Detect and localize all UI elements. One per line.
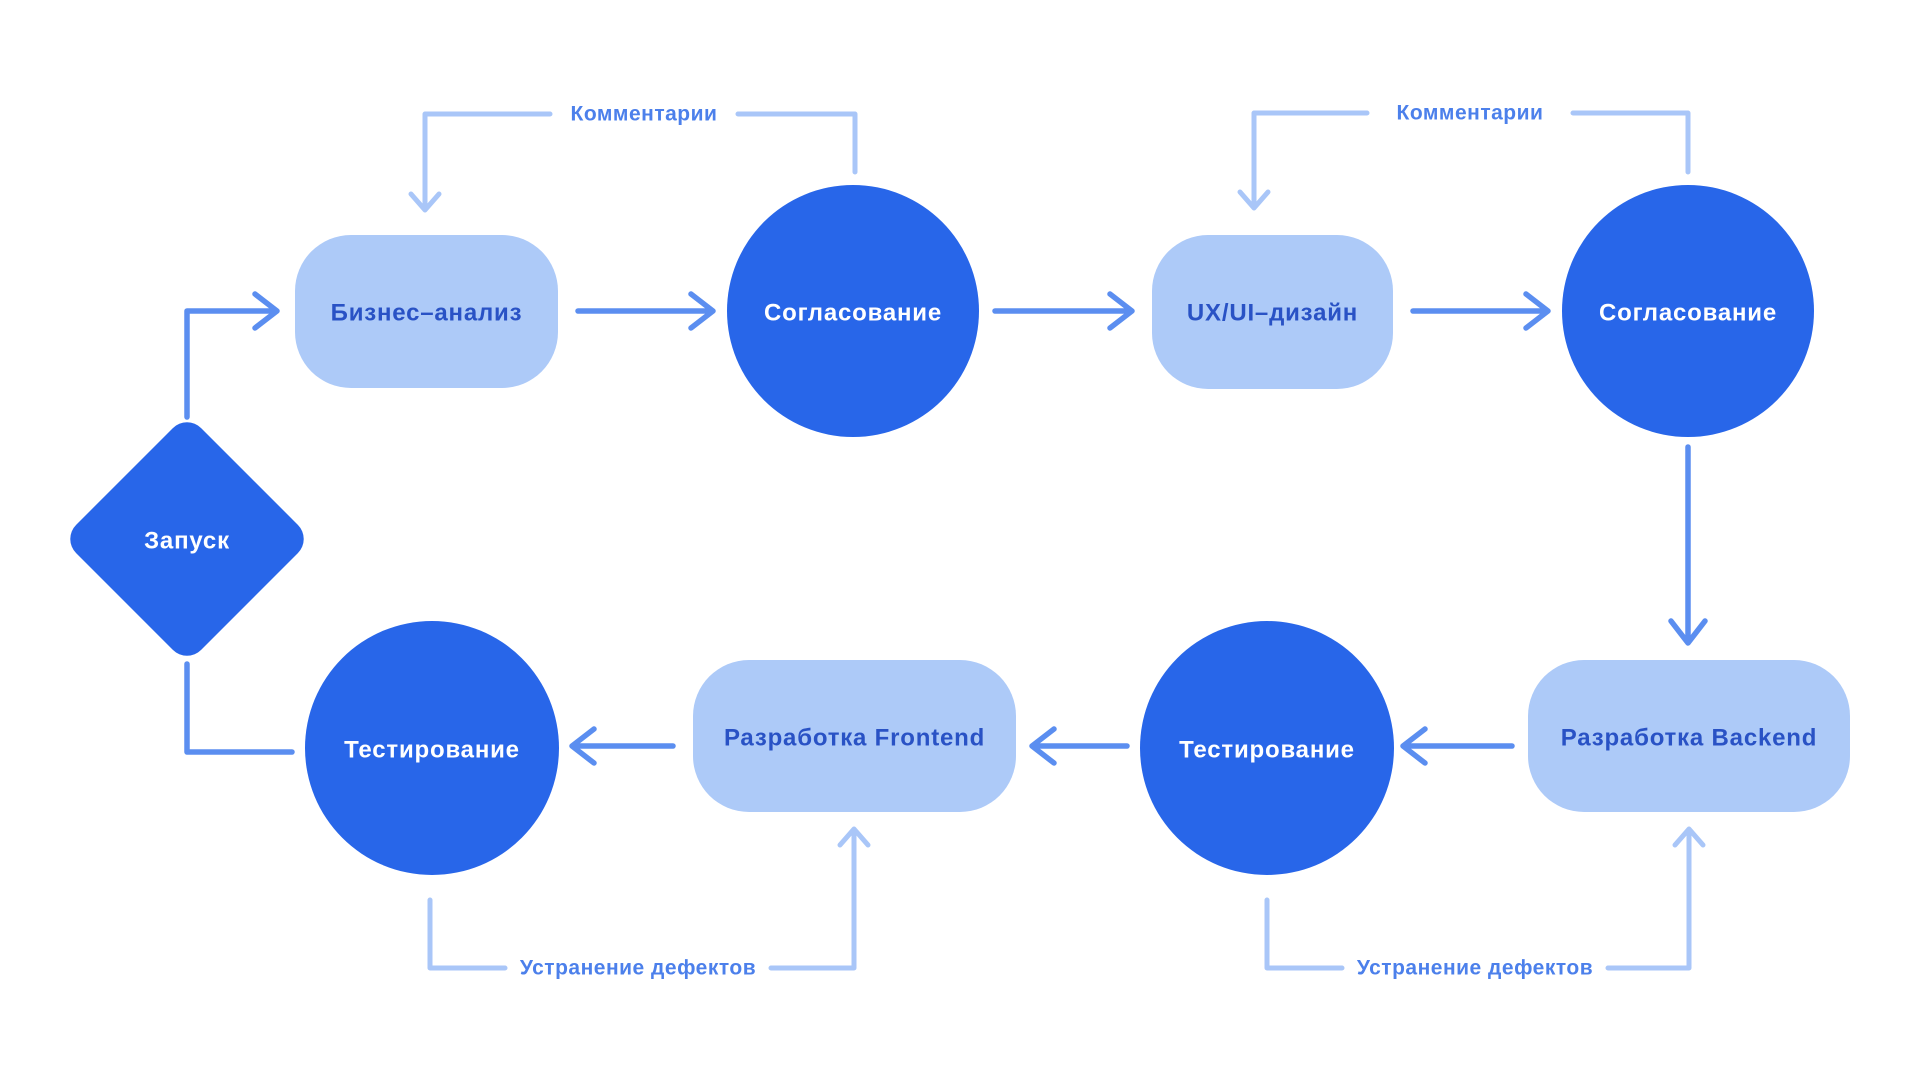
edge-label-defects-right: Устранение дефектов: [1357, 957, 1593, 980]
loop-comments-approval-1-to-business-analysis: [408, 111, 858, 213]
circle-shape: [1140, 621, 1394, 875]
node-start: Запуск: [70, 422, 304, 656]
node-business-analysis: Бизнес–анализ: [295, 235, 558, 388]
node-ux-ui-design: UX/UI–дизайн: [1152, 235, 1393, 389]
node-backend-development-label: Разработка Backend: [1561, 725, 1817, 752]
node-frontend-development: Разработка Frontend: [693, 660, 1016, 812]
circle-shape: [1562, 185, 1814, 437]
node-frontend-development-label: Разработка Frontend: [724, 725, 985, 752]
edge-approval-1-to-ux-ui-design: [992, 291, 1135, 331]
edge-label-comments-right: Комментарии: [1397, 102, 1544, 125]
edge-approval-2-to-backend-development: [1668, 444, 1708, 646]
rounded-rect-shape: [295, 235, 558, 388]
node-testing-backend: Тестирование: [1140, 621, 1394, 875]
node-business-analysis-label: Бизнес–анализ: [331, 300, 523, 327]
node-approval-1-label: Согласование: [764, 300, 942, 327]
node-testing-frontend-label: Тестирование: [344, 737, 520, 764]
circle-shape: [305, 621, 559, 875]
loop-defects-testing-frontend-to-frontend-development: [427, 826, 871, 971]
edge-backend-development-to-testing-backend: [1400, 726, 1515, 766]
edge-business-analysis-to-approval-1: [575, 291, 716, 331]
rounded-rect-shape: [1528, 660, 1850, 812]
node-testing-backend-label: Тестирование: [1179, 737, 1355, 764]
loop-comments-approval-2-to-ux-ui-design: [1237, 110, 1691, 211]
node-approval-1: Согласование: [727, 185, 979, 437]
node-ux-ui-design-label: UX/UI–дизайн: [1187, 300, 1358, 327]
circle-shape: [727, 185, 979, 437]
rounded-rect-shape: [693, 660, 1016, 812]
node-backend-development: Разработка Backend: [1528, 660, 1850, 812]
rounded-rect-shape: [1152, 235, 1393, 389]
edge-label-defects-left: Устранение дефектов: [520, 957, 756, 980]
edge-start-to-business-analysis: [184, 291, 280, 420]
diamond-shape: [70, 422, 304, 656]
edge-ux-ui-design-to-approval-2: [1410, 291, 1551, 331]
loop-defects-testing-backend-to-backend-development: [1264, 826, 1706, 971]
node-start-label: Запуск: [144, 528, 230, 555]
edge-testing-backend-to-frontend-development: [1029, 726, 1130, 766]
node-approval-2: Согласование: [1562, 185, 1814, 437]
node-approval-2-label: Согласование: [1599, 300, 1777, 327]
node-testing-frontend: Тестирование: [305, 621, 559, 875]
edge-frontend-development-to-testing-frontend: [569, 726, 676, 766]
edge-label-comments-left: Комментарии: [571, 103, 718, 126]
edge-testing-frontend-to-start: [184, 661, 295, 755]
